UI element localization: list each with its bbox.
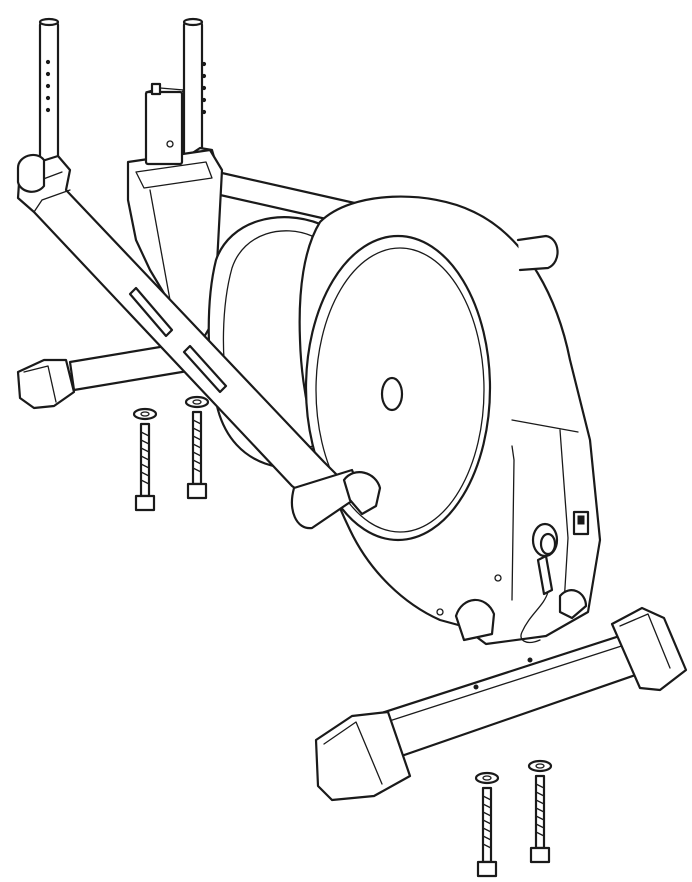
power-jack	[520, 522, 588, 644]
center-mast	[126, 82, 224, 346]
power-switch	[572, 510, 590, 536]
main-frame-rail	[16, 153, 382, 530]
upright-post-right	[180, 17, 218, 174]
flywheel-housing	[298, 195, 602, 646]
bolt-with-washer-1	[132, 407, 158, 512]
bolt-with-washer-3	[474, 771, 500, 878]
bolt-with-washer-2	[184, 395, 210, 500]
front-stabilizer	[314, 606, 688, 802]
bolt-with-washer-4	[527, 759, 553, 864]
upright-post-left	[38, 17, 60, 174]
